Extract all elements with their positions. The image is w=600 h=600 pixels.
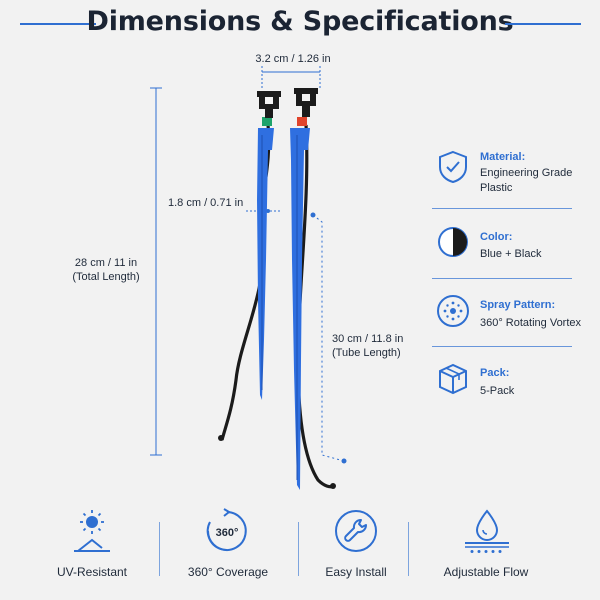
stake-width-label: 1.8 cm / 0.71 in <box>168 197 244 209</box>
tube-length-label: 30 cm / 11.8 in <box>332 333 404 345</box>
sun-icon <box>74 510 110 552</box>
feature-divider <box>298 522 299 576</box>
spec-color-value: Blue + Black <box>480 248 542 260</box>
spec-pack-value: 5-Pack <box>480 385 515 397</box>
spray-dots-icon <box>437 295 469 327</box>
page-title: Dimensions & Specifications <box>86 6 514 37</box>
water-drop-icon <box>465 509 509 553</box>
total-length-note: (Total Length) <box>72 271 140 283</box>
spec-pack-label: Pack: <box>480 367 510 379</box>
stake-left <box>257 128 274 400</box>
shield-check-icon <box>439 150 467 184</box>
spec-material-label: Material: <box>480 151 526 163</box>
spec-color-label: Color: <box>480 231 513 243</box>
feature-install-label: Easy Install <box>325 565 387 579</box>
sprinkler-head-left <box>257 91 281 118</box>
stake-right <box>290 128 310 490</box>
feature-uv-label: UV-Resistant <box>56 565 128 579</box>
wrench-icon <box>335 510 377 552</box>
feature-360-label: 360° Coverage <box>187 565 269 579</box>
half-circle-icon <box>438 227 468 257</box>
title-line-right <box>505 23 581 25</box>
feature-flow-label: Adjustable Flow <box>443 565 529 579</box>
title-line-left <box>20 23 96 25</box>
total-length-label: 28 cm / 11 in <box>74 257 138 269</box>
spec-divider <box>432 346 572 347</box>
sprinkler-head-right <box>294 88 318 117</box>
feature-divider <box>159 522 160 576</box>
feature-divider <box>408 522 409 576</box>
tube-length-note: (Tube Length) <box>332 347 401 359</box>
box-icon <box>439 363 467 395</box>
spec-material-value: Engineering Grade Plastic <box>480 167 573 194</box>
spec-divider <box>432 278 572 279</box>
top-width-label: 3.2 cm / 1.26 in <box>255 53 331 65</box>
rotate-360-text: 360° <box>216 527 239 539</box>
spec-spray-value: 360° Rotating Vortex <box>480 317 582 329</box>
spec-divider <box>432 208 572 209</box>
rotate-360-icon: 360° <box>206 508 247 551</box>
spec-spray-label: Spray Pattern: <box>480 299 556 311</box>
